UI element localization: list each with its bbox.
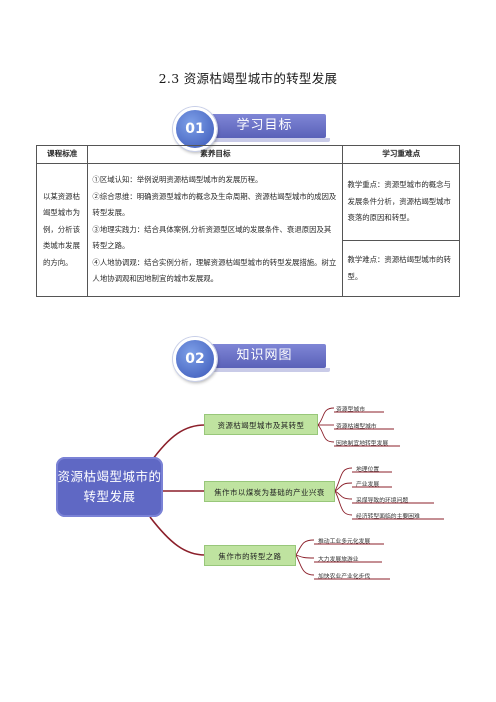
knowledge-mind-map: 资源枯竭型城市的转型发展 资源枯竭型城市及其转型 焦作市以煤炭为基础的产业兴衰 …	[0, 395, 496, 595]
mind-map-root-node: 资源枯竭型城市的转型发展	[56, 457, 163, 517]
section-number-badge: 02	[173, 337, 217, 381]
branch-node: 资源枯竭型城市及其转型	[204, 414, 318, 435]
table-row: 教学难点：资源枯竭型城市的转型。	[37, 240, 460, 297]
leaf-node: 产业发展	[356, 482, 380, 488]
learning-goals-table: 课程标准 素养目标 学习重难点 以某资源枯竭型城市为例，分析该类城市发展的方向。…	[35, 145, 460, 297]
goal-item: ①区域认知：举例说明资源枯竭型城市的发展历程。	[92, 175, 263, 185]
header-key-difficult-points: 学习重难点	[342, 145, 460, 164]
connector-branch-1	[149, 424, 206, 464]
section-banner-knowledge-map: 知识网图 02	[173, 337, 333, 381]
header-literacy-goals: 素养目标	[87, 145, 344, 164]
leaf-node: 资源型城市	[336, 407, 365, 413]
leaf-node: 大力发展旅游业	[318, 557, 359, 563]
section-number-badge: 01	[173, 107, 217, 151]
header-curriculum-standard: 课程标准	[35, 145, 89, 164]
leaf-node: 推动工业多元化发展	[318, 539, 371, 545]
section-banner-learning-goals: 学习目标 01	[173, 107, 333, 151]
literacy-goals-cell: ①区域认知：举例说明资源枯竭型城市的发展历程。 ②综合思维：明确资源型城市的概念…	[87, 163, 344, 297]
section-label: 知识网图	[203, 344, 330, 372]
document-title: 2.3 资源枯竭型城市的转型发展	[158, 71, 338, 86]
leaf-node: 因地制宜地转型发展	[336, 441, 389, 447]
leaf-node: 加快农业产业化步伐	[318, 574, 371, 580]
mind-map-connectors	[149, 407, 444, 580]
goal-item: ②综合思维：明确资源型城市的概念及生命周期、资源枯竭型城市的成因及转型发展。	[92, 191, 337, 218]
section-label: 学习目标	[203, 114, 330, 142]
curriculum-standard-cell: 以某资源枯竭型城市为例，分析该类城市发展的方向。	[35, 163, 89, 297]
leaf-node: 采煤导致的环境问题	[356, 498, 409, 504]
table-header-row: 课程标准 素养目标 学习重难点	[35, 145, 460, 164]
goal-item: ③地理实践力：结合具体案例,分析资源型区域的发展条件、衰退原因及其转型之路。	[92, 224, 332, 251]
connector-branch-3	[149, 516, 206, 556]
key-point-cell: 教学重点：资源型城市的概念与发展条件分析，资源枯竭型城市衰落的原因和转型。	[342, 163, 460, 241]
table-row: 以某资源枯竭型城市为例，分析该类城市发展的方向。 ①区域认知：举例说明资源枯竭型…	[35, 163, 460, 297]
leaf-node: 经济转型面临的主要困难	[356, 514, 420, 520]
branch-node: 焦作市的转型之路	[204, 545, 296, 566]
leaf-node: 资源枯竭型城市	[336, 424, 377, 430]
branch-node: 焦作市以煤炭为基础的产业兴衰	[204, 481, 335, 502]
leaf-node: 地理位置	[356, 467, 380, 473]
difficult-point-cell: 教学难点：资源枯竭型城市的转型。	[342, 240, 460, 297]
goal-item: ④人地协调观：结合实例分析，理解资源枯竭型城市的转型发展措施。树立人地协调观和因…	[92, 257, 337, 284]
